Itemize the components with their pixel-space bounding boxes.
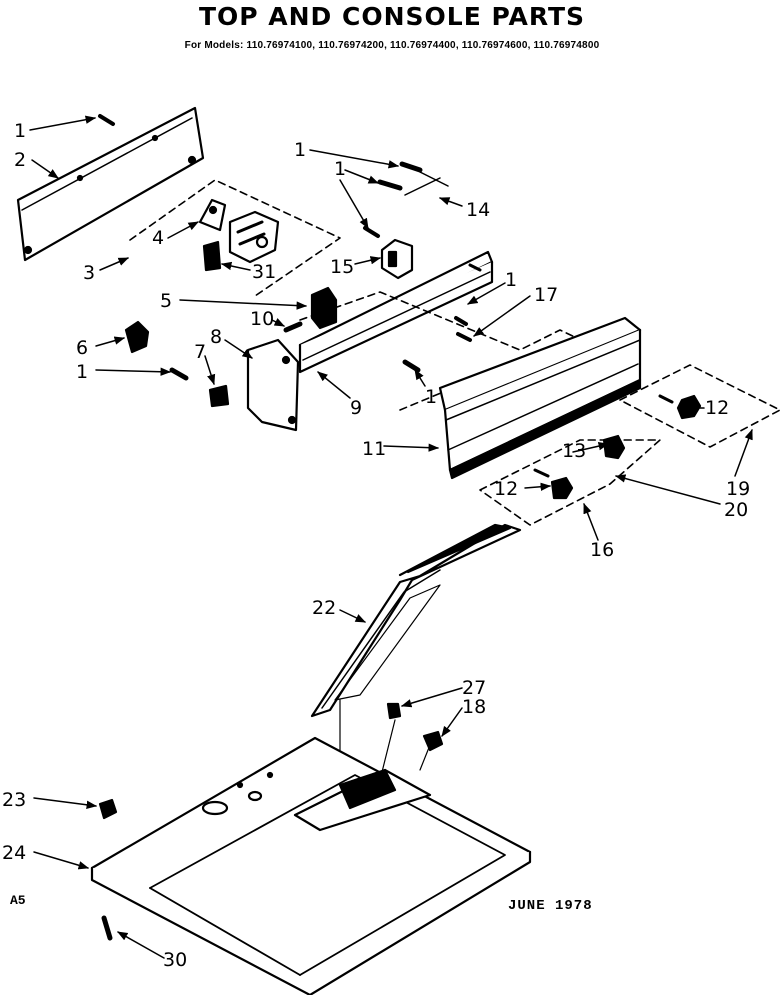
callout-17: 17: [534, 284, 558, 306]
callout-labels: 1 2 1 14 1 4 3 31 15 1 17 5 10 8 6 7 1 9…: [2, 120, 750, 971]
callout-2: 2: [14, 149, 26, 171]
callout-14: 14: [466, 199, 490, 221]
callout-1b: 1: [294, 139, 306, 161]
callout-3: 3: [83, 262, 95, 284]
callout-9: 9: [350, 397, 362, 419]
callout-27: 27: [462, 677, 486, 699]
callout-18: 18: [462, 696, 486, 718]
knob-19-group: [619, 364, 781, 448]
callout-1d: 1: [505, 269, 517, 291]
callout-7: 7: [194, 341, 206, 363]
screw-1-center: [402, 359, 421, 373]
callout-1c: 1: [334, 158, 346, 180]
callout-16: 16: [590, 539, 614, 561]
knob-12-right: [658, 394, 702, 420]
screw-27-part: [386, 702, 402, 720]
nut-7-part: [208, 384, 230, 408]
page-title: TOP AND CONSOLE PARTS: [198, 2, 586, 31]
screw-10-part: [283, 321, 303, 333]
screw-30-part: [101, 915, 113, 941]
callout-12a: 12: [705, 397, 729, 419]
callout-1e: 1: [76, 361, 88, 383]
console-rail-part: [298, 250, 494, 374]
callout-1f: 1: [425, 386, 437, 408]
terminal-6-part: [124, 320, 150, 354]
console-11-part: [438, 316, 642, 480]
connector-5-part: [310, 286, 338, 330]
callout-30: 30: [163, 949, 187, 971]
leader-lines: [29, 115, 753, 959]
callout-12b: 12: [494, 478, 518, 500]
callout-20: 20: [724, 499, 748, 521]
callout-11: 11: [362, 438, 386, 460]
callout-31: 31: [252, 261, 276, 283]
switch-part: [202, 240, 222, 272]
clip-part: [198, 198, 227, 232]
knob-13-part: [602, 434, 626, 460]
bumper-23-part: [98, 798, 118, 820]
callout-5: 5: [160, 290, 172, 312]
control-group-3-outline: [129, 179, 341, 297]
callout-22: 22: [312, 597, 336, 619]
bracket-15-part: [380, 238, 414, 280]
bracket-8-part: [246, 338, 300, 432]
callout-24: 24: [2, 842, 26, 864]
knob-12-lower: [533, 468, 574, 500]
screw-14-group: [363, 161, 449, 238]
screw-1-right: [454, 316, 472, 342]
dryer-top-24-part: [90, 736, 532, 995]
callout-23: 23: [2, 789, 26, 811]
rear-panel-part: [16, 106, 205, 262]
screw-1-lower-left: [169, 367, 189, 381]
diagram-date: JUNE 1978: [508, 898, 593, 914]
callout-13: 13: [562, 440, 586, 462]
screw-part: [98, 114, 115, 126]
corner-code: A5: [10, 893, 26, 908]
callout-4: 4: [152, 227, 164, 249]
callout-19: 19: [726, 478, 750, 500]
timer-part: [228, 210, 280, 264]
callout-6: 6: [76, 337, 88, 359]
models-line: For Models: 110.76974100, 110.76974200, …: [184, 40, 600, 51]
grommet-18-part: [422, 730, 444, 752]
callout-15: 15: [330, 256, 354, 278]
callout-10: 10: [250, 308, 274, 330]
lint-filter-22-part: [310, 523, 522, 718]
callout-1a: 1: [14, 120, 26, 142]
callout-8: 8: [210, 326, 222, 348]
